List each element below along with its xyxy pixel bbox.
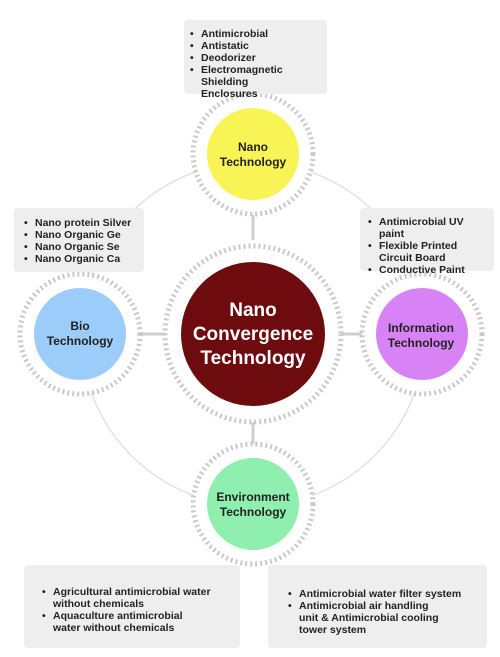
env-label-line1: Environment [216, 490, 289, 504]
info-app-text: Flexible Printed Circuit Board [379, 240, 458, 264]
nano-app-text: Electromagnetic Shielding Enclosures [201, 64, 283, 100]
nano-applications-box: Antimicrobial Antistatic Deodorizer Elec… [184, 20, 327, 100]
facility-app-text: Antimicrobial air handling unit & Antimi… [299, 600, 439, 636]
env-app-item: Agricultural antimicrobial water without… [42, 586, 234, 610]
nano-app-item: Electromagnetic Shielding Enclosures [190, 64, 321, 100]
bio-label-line1: Bio [70, 319, 89, 333]
env-applications-box: Agricultural antimicrobial water without… [24, 565, 240, 648]
bio-app-item: Nano Organic Ge [24, 229, 138, 241]
bio-applications-box: Nano protein Silver Nano Organic Ge Nano… [14, 208, 144, 272]
info-applications-box: Antimicrobial UV paint Flexible Printed … [360, 208, 494, 276]
facility-app-text: Antimicrobial water filter system [299, 588, 462, 600]
center-label-line1: Nano [229, 300, 277, 321]
bio-app-item: Nano Organic Se [24, 241, 138, 253]
nano-app-text: Deodorizer [201, 52, 256, 64]
nano-node [207, 108, 299, 200]
nano-app-item: Antimicrobial [190, 28, 321, 40]
env-app-text: Aquaculture antimicrobial water without … [53, 610, 183, 634]
bio-app-text: Nano protein Silver [35, 217, 132, 229]
center-label-line3: Technology [200, 348, 306, 369]
center-node [181, 262, 325, 406]
info-label-line2: Technology [388, 336, 455, 350]
facility-app-item: Antimicrobial water filter system [288, 588, 481, 600]
bio-label-line2: Technology [47, 334, 114, 348]
nano-app-item: Antistatic [190, 40, 321, 52]
info-app-text: Conductive Paint [379, 264, 465, 276]
env-label-line2: Technology [220, 505, 287, 519]
info-app-item: Flexible Printed Circuit Board [368, 240, 490, 264]
info-app-text: Antimicrobial UV paint [379, 216, 464, 240]
env-app-text: Agricultural antimicrobial water without… [53, 586, 211, 610]
env-node [207, 458, 299, 550]
bio-app-text: Nano Organic Ca [35, 253, 121, 265]
info-label-line1: Information [388, 321, 454, 335]
nano-label-line2: Technology [220, 155, 287, 169]
env-app-item: Aquaculture antimicrobial water without … [42, 610, 234, 634]
info-app-item: Antimicrobial UV paint [368, 216, 490, 240]
nano-label-line1: Nano [238, 140, 268, 154]
nano-app-text: Antistatic [201, 40, 249, 52]
facility-app-item: Antimicrobial air handling unit & Antimi… [288, 600, 481, 636]
facility-applications-box: Antimicrobial water filter system Antimi… [268, 565, 487, 648]
bio-app-text: Nano Organic Ge [35, 229, 121, 241]
bio-app-text: Nano Organic Se [35, 241, 120, 253]
nano-app-item: Deodorizer [190, 52, 321, 64]
info-node [376, 288, 468, 380]
bio-app-item: Nano protein Silver [24, 217, 138, 229]
info-app-item: Conductive Paint [368, 264, 490, 276]
bio-app-item: Nano Organic Ca [24, 253, 138, 265]
center-label-line2: Convergence [193, 324, 313, 345]
bio-node [34, 288, 126, 380]
nano-app-text: Antimicrobial [201, 28, 269, 40]
